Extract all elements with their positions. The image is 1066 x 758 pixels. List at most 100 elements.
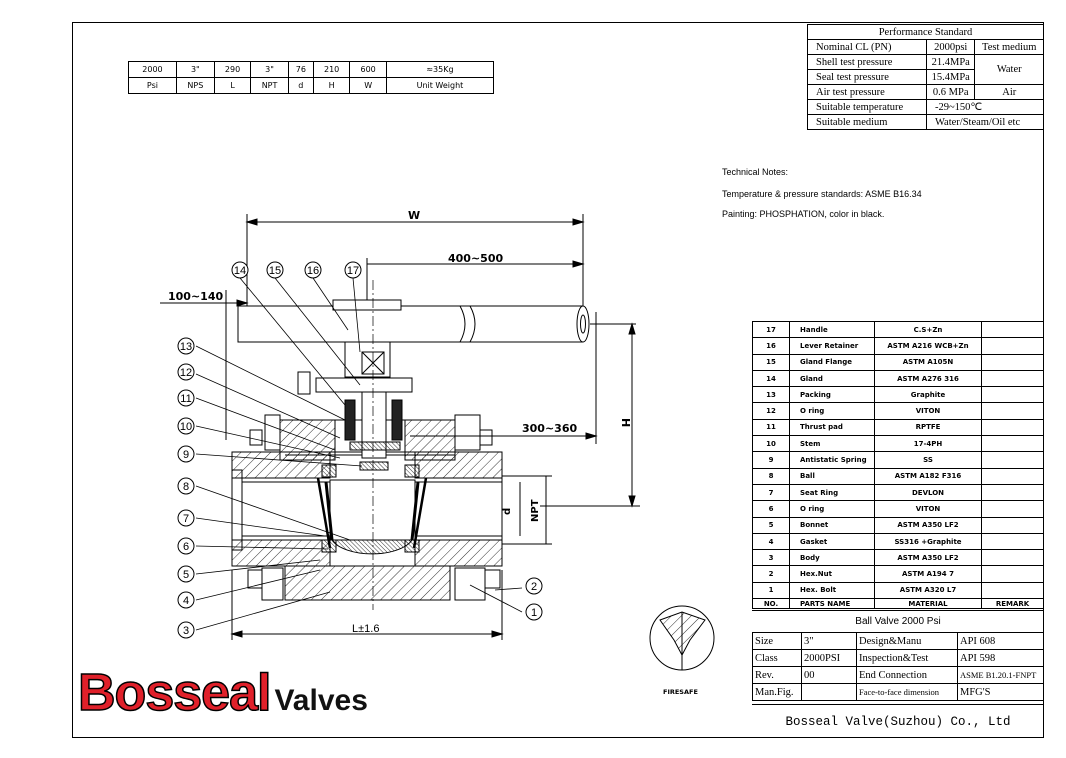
part-material: VITON	[874, 500, 982, 518]
part-material: SS	[874, 451, 982, 469]
part-name: Seat Ring	[789, 483, 875, 502]
part-no: 8	[752, 467, 790, 485]
callout-3: 3	[183, 625, 189, 637]
part-no: 17	[752, 320, 790, 339]
tb-value	[801, 683, 857, 701]
part-remark	[981, 516, 1044, 534]
part-material: ASTM A216 WCB+Zn	[874, 337, 982, 355]
callout-circles	[177, 261, 543, 639]
tb-value: 2000PSI	[801, 649, 857, 667]
firesafe-label: FIRESAFE	[663, 688, 698, 696]
part-remark	[981, 386, 1044, 404]
notes-line-painting: Painting: PHOSPHATION, color in black.	[722, 209, 885, 219]
parts-header-name: PARTS NAME	[789, 598, 875, 610]
part-name: Thrust pad	[789, 418, 875, 437]
part-remark	[981, 435, 1044, 453]
part-material: ASTM A350 LF2	[874, 516, 982, 534]
part-remark	[981, 565, 1044, 583]
part-remark	[981, 402, 1044, 420]
part-no: 16	[752, 337, 790, 355]
part-name: Lever Retainer	[789, 337, 875, 355]
part-material: ASTM A320 L7	[874, 581, 982, 600]
part-name: Antistatic Spring	[789, 451, 875, 469]
part-no: 1	[752, 581, 790, 600]
parts-header-remark: REMARK	[981, 598, 1044, 610]
part-remark	[981, 549, 1044, 567]
dim-label: d	[287, 77, 314, 94]
dim-label: Psi	[128, 77, 177, 94]
part-name: Ball	[789, 467, 875, 485]
parts-header-material: MATERIAL	[874, 598, 982, 610]
part-material: SS316 +Graphite	[874, 532, 982, 551]
part-no: 6	[752, 500, 790, 518]
part-remark	[981, 353, 1044, 371]
part-material: Graphite	[874, 386, 982, 404]
part-name: Handle	[789, 320, 875, 339]
perf-medium-water: Water	[974, 54, 1044, 85]
callout-14: 14	[234, 265, 246, 277]
tb-key: End Connection	[856, 666, 958, 684]
callout-1: 1	[531, 607, 537, 619]
part-remark	[981, 418, 1044, 437]
part-no: 10	[752, 435, 790, 453]
part-no: 7	[752, 483, 790, 502]
notes-line-standard: Temperature & pressure standards: ASME B…	[722, 189, 922, 199]
drawing-frame	[72, 22, 1044, 738]
part-material: ASTM A276 316	[874, 369, 982, 388]
part-name: Hex.Nut	[789, 565, 875, 583]
dim-label: L	[213, 77, 252, 94]
part-no: 15	[752, 353, 790, 371]
dimension-values-row: 2000 3" 290 3" 76 210 600 ≈35Kg	[128, 61, 495, 78]
dim-l-label: L±1.6	[352, 623, 379, 635]
part-remark	[981, 532, 1044, 551]
dim-label: NPS	[175, 77, 215, 94]
tb-key: Inspection&Test	[856, 649, 958, 667]
tb-key: Man.Fig.	[752, 683, 802, 701]
dim-d-label: d	[502, 508, 513, 515]
part-name: O ring	[789, 500, 875, 518]
part-no: 13	[752, 386, 790, 404]
dim-100-140-label: 100~140	[168, 290, 223, 303]
tb-value: API 598	[957, 649, 1044, 667]
callout-7: 7	[183, 513, 189, 525]
tb-key: Class	[752, 649, 802, 667]
dim-label: NPT	[250, 77, 289, 94]
tb-key: Design&Manu	[856, 632, 958, 650]
callout-9: 9	[183, 449, 189, 461]
part-no: 4	[752, 532, 790, 551]
title-block-title: Ball Valve 2000 Psi	[855, 616, 941, 627]
part-material: ASTM A350 LF2	[874, 549, 982, 567]
part-material: DEVLON	[874, 483, 982, 502]
callout-5: 5	[183, 569, 189, 581]
tb-key: Face-to-face dimension	[856, 683, 958, 701]
callout-16: 16	[307, 265, 319, 277]
part-remark	[981, 369, 1044, 388]
part-no: 11	[752, 418, 790, 437]
dimension-labels-row: Psi NPS L NPT d H W Unit Weight	[128, 77, 495, 94]
part-name: Gland	[789, 369, 875, 388]
callout-12: 12	[180, 367, 192, 379]
part-material: ASTM A182 F316	[874, 467, 982, 485]
part-remark	[981, 451, 1044, 469]
tb-key: Size	[752, 632, 802, 650]
part-name: Gland Flange	[789, 353, 875, 371]
part-remark	[981, 483, 1044, 502]
part-remark	[981, 581, 1044, 600]
part-material: VITON	[874, 402, 982, 420]
part-no: 3	[752, 549, 790, 567]
callout-6: 6	[183, 541, 189, 553]
callout-10: 10	[180, 421, 192, 433]
part-material: RPTFE	[874, 418, 982, 437]
part-material: ASTM A194 7	[874, 565, 982, 583]
